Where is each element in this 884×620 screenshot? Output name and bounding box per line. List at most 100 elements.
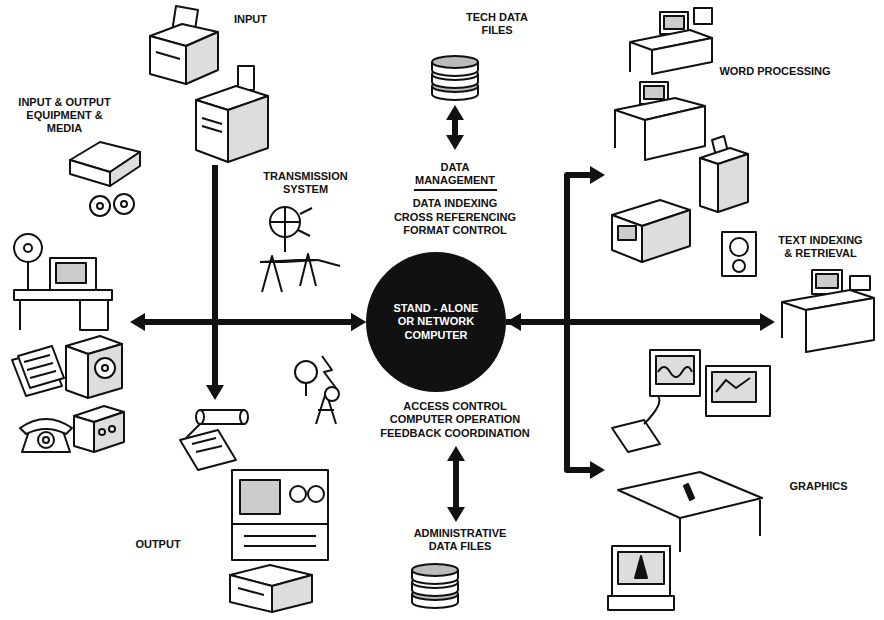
printer-icon xyxy=(700,136,748,212)
plotter-icon-part xyxy=(186,424,200,438)
graphics-console-icon-part xyxy=(650,350,700,396)
speaker-icon-part xyxy=(722,232,756,276)
drafting-table-icon-part xyxy=(684,484,694,500)
word-processor-icon xyxy=(615,82,705,160)
document-icon-part xyxy=(24,355,50,362)
telephone-icon-part xyxy=(43,437,49,443)
telephone-icon xyxy=(20,419,72,452)
tape-drive-icon-part xyxy=(121,201,127,207)
system-label: TRANSMISSION SYSTEM xyxy=(262,170,349,196)
printer-icon xyxy=(150,6,218,84)
display-cabinet-icon-part xyxy=(308,486,324,502)
telephone-icon-part xyxy=(38,432,54,448)
node-label: DATA INDEXING CROSS REFERENCING FORMAT C… xyxy=(393,197,518,237)
printer-icon-part xyxy=(156,52,180,59)
terminal-icon-part xyxy=(608,596,674,610)
teleprinter-icon-part xyxy=(66,346,88,398)
antenna-icon-part xyxy=(284,236,286,252)
teleprinter-icon-part xyxy=(95,358,115,378)
arrow-head xyxy=(447,507,465,522)
connector-arrow xyxy=(506,166,605,322)
antenna-icon-part xyxy=(298,230,310,236)
node-title: STAND - ALONE OR NETWORK COMPUTER xyxy=(393,302,480,342)
speaker-icon xyxy=(722,232,756,276)
speaker-icon-part xyxy=(730,238,748,256)
modem-icon-part xyxy=(99,429,105,435)
tape-drive-icon-part xyxy=(90,196,110,216)
connector-line xyxy=(506,322,593,470)
antenna-icon-part xyxy=(300,208,312,214)
teleprinter-icon-part xyxy=(88,344,122,398)
node-label: INPUT & OUTPUT EQUIPMENT & MEDIA xyxy=(17,96,112,136)
power-line-icon-part xyxy=(300,254,316,286)
connector-arrow xyxy=(446,105,464,150)
microfilm-icon-part xyxy=(272,575,312,612)
antenna-icon-part xyxy=(322,356,336,388)
disk-stack-icon-part xyxy=(412,564,458,576)
plotter-icon-part xyxy=(196,410,204,424)
connector-arrow xyxy=(206,165,224,400)
plotter-icon-part xyxy=(200,410,244,424)
terminal-desk-icon-part xyxy=(19,300,21,330)
node-label: DATA MANAGEMENT xyxy=(414,161,497,191)
arrow-head xyxy=(351,313,366,331)
tape-drive-icon-part xyxy=(97,203,103,209)
node-label: ACCESS CONTROL COMPUTER OPERATION FEEDBA… xyxy=(379,400,531,440)
input-group: INPUT xyxy=(140,5,290,165)
graphics-group: GRAPHICS xyxy=(605,330,855,615)
film-reel-icon xyxy=(14,234,42,290)
arrow-head xyxy=(760,313,775,331)
connector-line xyxy=(215,165,354,322)
card-reader-icon xyxy=(196,66,268,162)
digitizer-icon xyxy=(612,396,660,452)
retrieval-desk-icon-part xyxy=(816,274,838,288)
tape-drive-icon-part xyxy=(70,160,110,186)
retrieval-desk-icon-part xyxy=(812,270,842,294)
tape-drive-icon xyxy=(70,142,140,216)
word-processor-icon xyxy=(630,8,712,74)
equipment-group: INPUT & OUTPUT EQUIPMENT & MEDIA xyxy=(5,90,130,460)
microfilm-icon-part xyxy=(230,575,272,612)
display-cabinet-icon-part xyxy=(232,523,328,525)
microfilm-icon xyxy=(230,565,312,612)
display-cabinet-icon-part xyxy=(244,545,316,547)
display-cabinet-icon-part xyxy=(240,480,280,514)
label-anchor: TRANSMISSION SYSTEM xyxy=(262,170,349,196)
modem-icon xyxy=(74,406,124,452)
antenna-icon-part xyxy=(270,207,300,237)
printer-icon-part xyxy=(718,154,748,212)
output-group: OUTPUT xyxy=(130,400,345,612)
plotter-icon xyxy=(180,410,248,470)
terminal-icon-part xyxy=(618,552,664,584)
card-reader-icon-part xyxy=(202,126,222,132)
teleprinter-icon-part xyxy=(102,365,108,371)
graphics-console-icon-part xyxy=(656,356,694,384)
node-label: ADMINISTRATIVE DATA FILES xyxy=(413,527,508,553)
word-processor-icon-part xyxy=(645,106,705,160)
display-cabinet-icon-part xyxy=(244,535,316,537)
arrow-head xyxy=(590,461,605,479)
plotter-icon-part xyxy=(192,438,216,444)
terminal-desk-icon xyxy=(14,258,112,330)
document-icon xyxy=(12,346,64,396)
connector-arrow xyxy=(215,165,366,331)
graphics-console-icon-part xyxy=(716,378,750,392)
disk-stack-icon xyxy=(412,564,458,608)
connector-arrow xyxy=(447,446,465,522)
power-line-icon xyxy=(260,254,340,292)
function-block: DATA MANAGEMENT DATA INDEXING CROSS REFER… xyxy=(360,150,550,248)
modem-icon-part xyxy=(74,416,94,452)
word-processor-icon-part xyxy=(629,42,631,72)
modem-icon-part xyxy=(94,412,124,452)
node-label: TECH DATA FILES xyxy=(465,11,529,37)
film-reel-icon-part xyxy=(14,234,42,262)
node-label: TEXT INDEXING & RETRIEVAL xyxy=(777,234,864,260)
document-icon-part xyxy=(30,371,56,378)
data-store: ADMINISTRATIVE DATA FILES xyxy=(385,522,535,614)
graphics-console-icon-part xyxy=(706,366,770,416)
terminal-icon-part xyxy=(618,226,636,240)
printer-icon-part xyxy=(700,158,718,212)
display-cabinet-icon-part xyxy=(290,486,306,502)
terminal-desk-icon-part xyxy=(50,258,96,290)
card-reader-icon-part xyxy=(196,100,228,162)
